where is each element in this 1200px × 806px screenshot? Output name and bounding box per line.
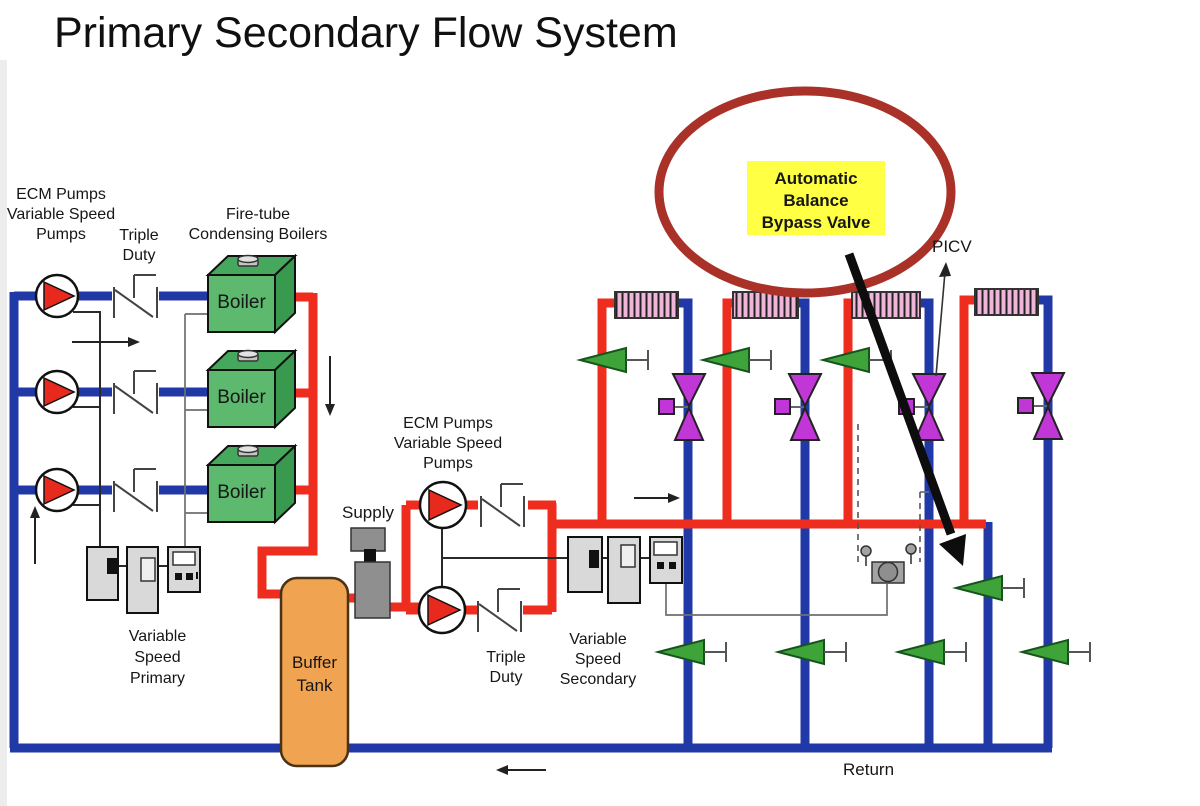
picv-pointer-arrow <box>935 262 951 377</box>
variable-speed-secondary-label: Variable Speed Secondary <box>559 631 637 688</box>
balance-valve-1 <box>576 346 649 374</box>
secondary-pump-1 <box>418 480 468 530</box>
picv-valve-2 <box>774 373 823 441</box>
return-valve-1 <box>654 638 727 666</box>
condensing-boilers-label: Fire-tube Condensing Boilers <box>188 206 328 243</box>
callout-arrow <box>844 252 966 566</box>
primary-vfd-controls <box>86 546 201 614</box>
bypass-valve-callout: Automatic Balance Bypass Valve <box>747 161 885 235</box>
return-valve-2 <box>774 638 847 666</box>
triple-duty-valve-2 <box>113 370 158 414</box>
triple-duty-valve-5 <box>477 588 522 632</box>
highlight-circle <box>654 86 956 298</box>
primary-pump-1 <box>34 273 80 319</box>
primary-triple-duty-label: Triple Duty <box>119 227 159 264</box>
boiler-1-label: Boiler <box>217 292 266 313</box>
triple-duty-valve-3 <box>113 468 158 512</box>
buffer-tank-label: Buffer Tank <box>291 653 338 695</box>
radiator-coil-1 <box>614 291 679 319</box>
triple-duty-valve-4 <box>480 483 525 527</box>
balance-valve-2 <box>699 346 772 374</box>
automatic-bypass-valve <box>860 543 917 584</box>
bypass-dashed-piping <box>857 424 921 562</box>
variable-speed-primary-label: Variable Speed Primary <box>128 628 187 687</box>
return-piping-blue <box>9 291 1053 753</box>
bypass-balance-valve <box>952 574 1025 602</box>
picv-valve-1 <box>658 373 707 441</box>
secondary-control-wiring <box>441 491 929 616</box>
boiler-3 <box>205 443 298 525</box>
radiator-coil-4 <box>974 288 1039 316</box>
secondary-pump-2 <box>417 585 467 635</box>
picv-label: PICV <box>932 237 972 256</box>
primary-control-wiring <box>73 311 208 567</box>
primary-pumps-label: ECM Pumps Variable Speed Pumps <box>6 186 116 243</box>
secondary-pumps-label: ECM Pumps Variable Speed Pumps <box>393 415 503 472</box>
picv-valve-4 <box>1017 372 1066 440</box>
return-label: Return <box>843 760 895 779</box>
supply-label: Supply <box>342 503 394 522</box>
boiler-1 <box>205 253 298 335</box>
page-title: Primary Secondary Flow System <box>54 9 678 57</box>
secondary-triple-duty-label: Triple Duty <box>486 649 526 686</box>
supply-sensor-assembly <box>350 527 391 619</box>
pt-port-icon <box>905 543 917 555</box>
boiler-3-label: Boiler <box>217 482 266 503</box>
boiler-2 <box>205 348 298 430</box>
slide-edge <box>0 60 7 806</box>
buffer-tank <box>279 576 350 768</box>
return-valve-3 <box>894 638 967 666</box>
flow-direction-arrows <box>30 337 680 775</box>
boiler-2-label: Boiler <box>217 387 266 408</box>
return-valve-4 <box>1018 638 1091 666</box>
primary-pump-2 <box>34 369 80 415</box>
pt-port-icon <box>860 545 872 557</box>
triple-duty-valve-1 <box>113 274 158 318</box>
secondary-vfd-controls <box>567 536 683 604</box>
primary-pump-3 <box>34 467 80 513</box>
